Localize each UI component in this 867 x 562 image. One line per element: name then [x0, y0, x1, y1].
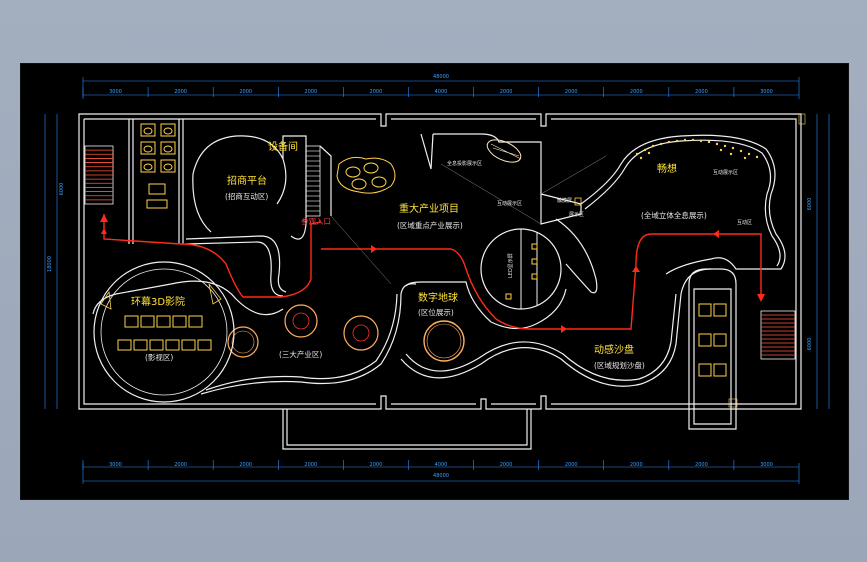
lounge-seating [336, 156, 396, 194]
investment-platform-room [192, 135, 307, 240]
three-industry-exhibits [227, 304, 379, 358]
left-staircase [84, 145, 114, 205]
top-overall-dim: 48000 [433, 74, 449, 80]
bottom-segment-dim: 3000 [109, 462, 122, 468]
bottom-segment-dim: 2000 [630, 462, 643, 468]
top-segment-dim: 2000 [565, 89, 578, 95]
globe-exhibit [423, 320, 465, 362]
label-interaction-zone: 互动区 [737, 219, 752, 226]
label-theater-note: (影视区) [145, 352, 173, 362]
top-segment-dim: 2000 [174, 89, 187, 95]
label-three-industry: (三大产业区) [279, 349, 322, 359]
top-segment-dim: 3000 [760, 89, 773, 95]
major-industry-walls [420, 133, 598, 330]
window-marks [574, 113, 806, 408]
left-segment-1: 6000 [59, 183, 65, 196]
label-led-screen: LED显示屏 [508, 253, 514, 278]
label-corridor-note: (全域立体全息展示) [641, 210, 707, 220]
right-segment-1: 6000 [807, 198, 813, 211]
right-staircase [760, 310, 796, 360]
corridor-oval [580, 134, 786, 275]
bottom-dimension-lines [82, 463, 800, 484]
top-segment-dim: 3000 [109, 89, 122, 95]
label-corridor: 畅想 [657, 162, 677, 175]
label-interactive-area-2: 互动展示区 [497, 200, 522, 207]
label-display-area: 展示区 [569, 212, 584, 218]
equipment-room-stair [305, 145, 332, 217]
bottom-overall-dim: 48000 [433, 473, 449, 479]
floor-plan: 48000 3000 2000 2000 2000 2000 4000 2000 2000 20… [44, 74, 830, 484]
bottom-segment-dim: 2000 [695, 462, 708, 468]
label-investment-platform-note: (招商互动区) [225, 191, 268, 201]
bottom-segment-dims: 3000 2000 2000 2000 2000 4000 2000 2000 2000 2000… [82, 460, 773, 470]
guide-lines [330, 155, 607, 285]
label-digital-globe-note: (区位展示) [418, 307, 454, 317]
tour-route [100, 214, 765, 333]
bottom-segment-dim: 2000 [500, 462, 513, 468]
theater-room [93, 261, 235, 403]
bottom-segment-dim: 2000 [304, 462, 317, 468]
top-segment-dim: 2000 [304, 89, 317, 95]
label-entrance: 参观入口 [301, 216, 331, 226]
label-dynamic-sandbox-note: (区域规划沙盘) [594, 360, 645, 370]
top-segment-dim: 2000 [630, 89, 643, 95]
restroom-block-left [128, 119, 184, 244]
label-digital-globe: 数字地球 [418, 291, 458, 304]
corridor-decor-dots [635, 138, 759, 160]
bottom-segment-dim: 4000 [435, 462, 448, 468]
left-overall-dim: 18000 [47, 256, 53, 272]
label-equipment-room: 设备间 [268, 140, 298, 153]
route-arrow-end [757, 294, 765, 302]
top-segment-dim: 2000 [370, 89, 383, 95]
label-touch-screen: 触摸屏 [557, 197, 572, 204]
right-segment-2: 6000 [807, 338, 813, 351]
route-arrow-start [100, 214, 108, 222]
drawing-frame: 48000 3000 2000 2000 2000 2000 4000 2000 2000 20… [20, 63, 849, 500]
led-display-circle [480, 228, 562, 310]
bottom-segment-dim: 2000 [565, 462, 578, 468]
top-segment-dim: 2000 [239, 89, 252, 95]
label-dynamic-sandbox: 动感沙盘 [594, 343, 634, 356]
label-major-industry-note: (区域重点产业展示) [397, 220, 463, 230]
top-segment-dim: 2000 [500, 89, 513, 95]
bottom-segment-dim: 3000 [760, 462, 773, 468]
top-segment-dims: 3000 2000 2000 2000 2000 4000 2000 2000 2000 2000… [82, 87, 773, 97]
label-investment-platform: 招商平台 [227, 174, 267, 187]
side-dimension-lines [44, 114, 830, 409]
label-major-industry: 重大产业项目 [399, 202, 459, 215]
label-hologram-area: 全息投影展示区 [447, 160, 482, 167]
top-dimension-lines [82, 77, 800, 99]
partition-curves [92, 235, 712, 395]
hologram-ellipse [486, 139, 522, 163]
outer-walls [78, 113, 802, 450]
top-segment-dim: 2000 [695, 89, 708, 95]
label-interactive-area: 互动展示区 [713, 169, 738, 176]
bottom-segment-dim: 2000 [174, 462, 187, 468]
bottom-segment-dim: 2000 [239, 462, 252, 468]
bottom-segment-dim: 2000 [370, 462, 383, 468]
label-theater: 环幕3D影院 [131, 295, 185, 308]
top-segment-dim: 4000 [435, 89, 448, 95]
